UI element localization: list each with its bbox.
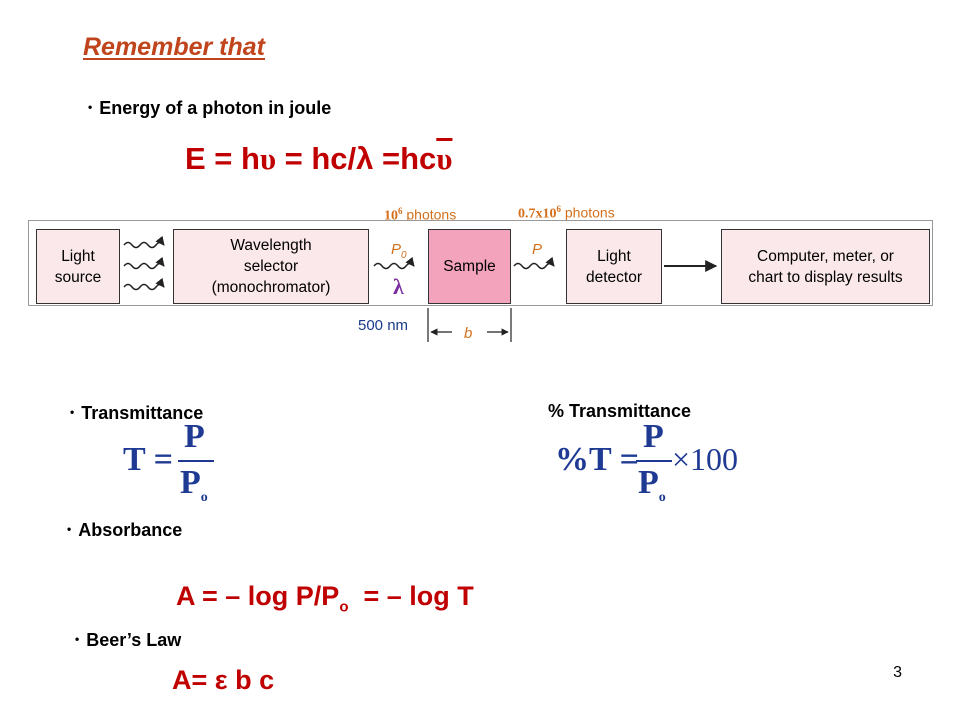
computer-text: chart to display results — [748, 268, 903, 286]
wavelength-selector-box: Wavelength selector (monochromator) — [173, 229, 369, 304]
photons-out-exp: 6 — [556, 204, 562, 214]
selector-text: selector — [243, 258, 299, 275]
denominator-p: P — [180, 464, 201, 501]
detector-text: Light — [597, 247, 631, 265]
bullet-dot: • — [75, 632, 80, 646]
photons-in-word: photons — [402, 206, 457, 223]
percent-transmittance-times-100: ×100 — [672, 441, 739, 477]
absorbance-label: Absorbance — [78, 520, 183, 540]
beers-law-label: Beer’s Law — [86, 630, 182, 650]
percent-transmittance-denominator: Po — [638, 464, 666, 506]
p0-sub: 0 — [401, 250, 407, 261]
wavy-arrows-source — [123, 235, 165, 291]
absorbance-formula-part: = – log T — [348, 581, 474, 611]
energy-label: Energy of a photon in joule — [99, 98, 332, 118]
diagram-arrows — [123, 235, 718, 342]
denominator-sub: o — [200, 489, 208, 505]
transmittance-bullet: • Transmittance — [70, 403, 203, 424]
light-detector-box: Light detector — [566, 229, 662, 304]
computer-text: Computer, meter, or — [757, 247, 894, 265]
percent-transmittance-label: % Transmittance — [548, 401, 692, 421]
transmittance-numerator: P — [184, 418, 205, 455]
selector-text: Wavelength — [230, 237, 312, 254]
photons-out-base: 0.7x10 — [518, 206, 557, 222]
denominator-p: P — [638, 464, 659, 501]
transmittance-denominator: Po — [180, 464, 208, 506]
lambda-symbol: λ — [393, 274, 404, 299]
transmittance-label: Transmittance — [81, 403, 204, 423]
absorbance-formula-part: A = – log P/P — [176, 581, 340, 611]
p0-label: P0 — [391, 241, 407, 261]
wavelength-label: 500 nm — [358, 317, 409, 334]
energy-bullet: • Energy of a photon in joule — [88, 98, 331, 119]
beers-law-formula: A= ε b c — [172, 665, 275, 695]
page-number: 3 — [893, 664, 902, 681]
sample-box: Sample — [428, 229, 511, 304]
photons-in-label: 106 photons — [384, 206, 456, 225]
percent-transmittance-fraction-bar — [636, 460, 672, 462]
path-length-label: b — [464, 325, 473, 342]
selector-text: (monochromator) — [211, 279, 331, 296]
nu-symbol: υ — [259, 141, 277, 176]
photons-out-word: photons — [561, 204, 615, 221]
photons-out-label: 0.7x106 photons — [518, 204, 615, 223]
detector-text: detector — [585, 268, 642, 286]
absorbance-sub: o — [339, 598, 349, 616]
wavy-arrow-p0 — [373, 256, 415, 270]
bullet-dot: • — [67, 522, 72, 536]
beers-law-bullet: • Beer’s Law — [75, 630, 181, 651]
light-source-text: source — [54, 268, 102, 286]
energy-formula-part: E = h — [185, 141, 260, 176]
bullet-dot: • — [88, 100, 93, 114]
absorbance-formula: A = – log P/Po = – log T — [162, 550, 474, 615]
wavenumber-symbol: υ — [436, 141, 453, 176]
absorbance-bullet: • Absorbance — [67, 520, 182, 541]
p0-main: P — [391, 241, 402, 258]
transmittance-fraction-bar — [178, 460, 214, 462]
denominator-sub: o — [658, 489, 666, 505]
slide-title: Remember that — [83, 33, 265, 61]
percent-transmittance-lhs: %T = — [555, 441, 639, 478]
percent-transmittance-numerator: P — [643, 418, 664, 455]
bullet-dot: • — [70, 405, 75, 419]
photons-in-base: 10 — [384, 208, 398, 224]
photons-in-exp: 6 — [398, 206, 403, 216]
computer-display-box: Computer, meter, or chart to display resu… — [721, 229, 930, 304]
sample-text: Sample — [443, 258, 496, 275]
energy-formula: E = hυ = hc/λ =hcυ — [185, 141, 452, 177]
transmittance-lhs: T = — [123, 441, 173, 478]
p-label: P — [532, 241, 543, 258]
wavy-arrow-p — [513, 256, 555, 270]
energy-formula-part: = hc/λ =hc — [276, 141, 437, 176]
light-source-box: Light source — [36, 229, 120, 304]
light-source-text: Light — [61, 247, 95, 265]
